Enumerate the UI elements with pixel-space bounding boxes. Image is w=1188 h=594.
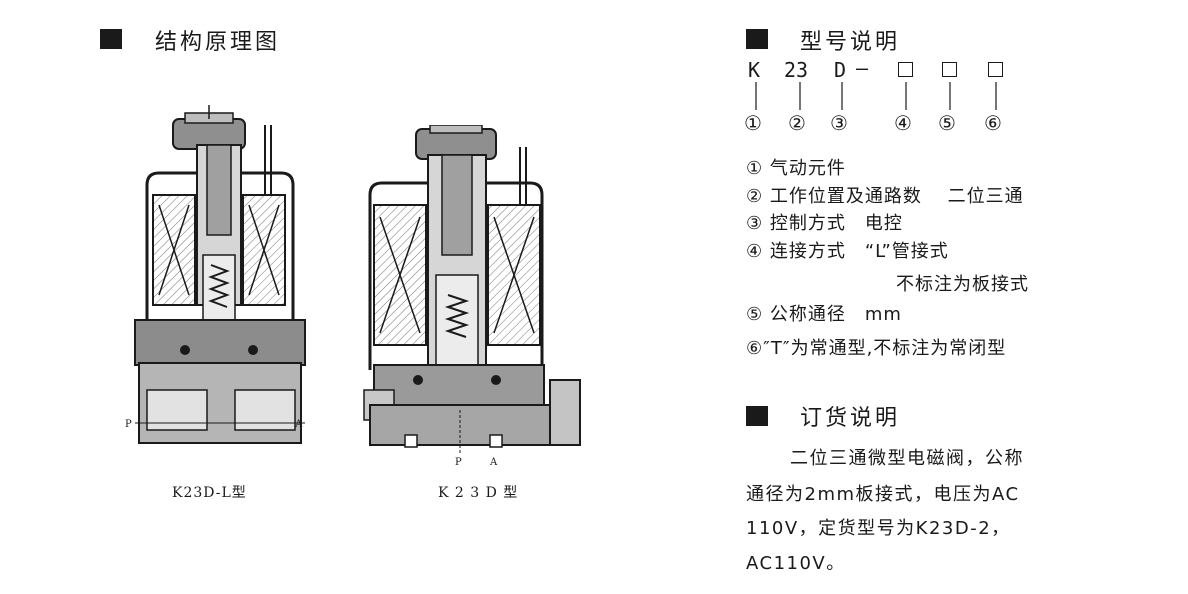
model-item-6: ⑥″T″为常通型,不标注为常闭型 — [746, 338, 1007, 359]
marker-4: ④ — [894, 111, 912, 135]
diagram2-caption: K 2 3 D 型 — [438, 485, 519, 501]
model-item-3: ③ 控制方式 电控 — [746, 213, 903, 234]
model-item-4b: 不标注为板接式 — [896, 274, 1029, 295]
model-item-5: ⑤ 公称通径 mm — [746, 304, 902, 325]
model-heading: 型号说明 — [800, 30, 901, 55]
order-line-1: 二位三通微型电磁阀，公称 — [790, 448, 1024, 469]
section-marker-model — [746, 29, 768, 49]
code-dash: — — [856, 56, 869, 80]
marker-2: ② — [788, 111, 806, 135]
marker-3: ③ — [830, 111, 848, 135]
order-heading: 订货说明 — [800, 406, 901, 431]
diagram1-caption: K23D-L型 — [172, 485, 247, 501]
structure-heading: 结构原理图 — [155, 30, 281, 55]
order-line-3: 110V，定货型号为K23D-2， — [746, 518, 1011, 539]
valve-diagram-k23d-l: P A — [125, 105, 306, 444]
marker-5: ⑤ — [938, 111, 956, 135]
order-line-4: AC110V。 — [746, 553, 846, 574]
model-item-1: ① 气动元件 — [746, 158, 846, 179]
code-box-6 — [988, 62, 1003, 77]
port-a-label: A — [489, 457, 498, 468]
marker-1: ① — [744, 111, 762, 135]
code-23: 23 — [784, 58, 809, 82]
order-line-2: 通径为2mm板接式，电压为AC — [746, 484, 1020, 505]
port-a-label: A — [294, 419, 303, 430]
code-box-5 — [942, 62, 957, 77]
model-item-4: ④ 连接方式 “L”管接式 — [746, 241, 949, 262]
port-p-label: P — [455, 457, 462, 468]
code-box-4 — [898, 62, 913, 77]
model-item-2: ② 工作位置及通路数 二位三通 — [746, 186, 1024, 207]
marker-6: ⑥ — [984, 111, 1002, 135]
port-p-label: P — [125, 419, 132, 430]
code-d: D — [834, 58, 847, 82]
code-k: K — [748, 58, 761, 82]
section-marker-order — [746, 406, 768, 426]
section-marker-structure — [100, 29, 122, 49]
valve-diagram-k23d: P A — [363, 125, 581, 468]
code-connector-lines — [755, 82, 997, 110]
